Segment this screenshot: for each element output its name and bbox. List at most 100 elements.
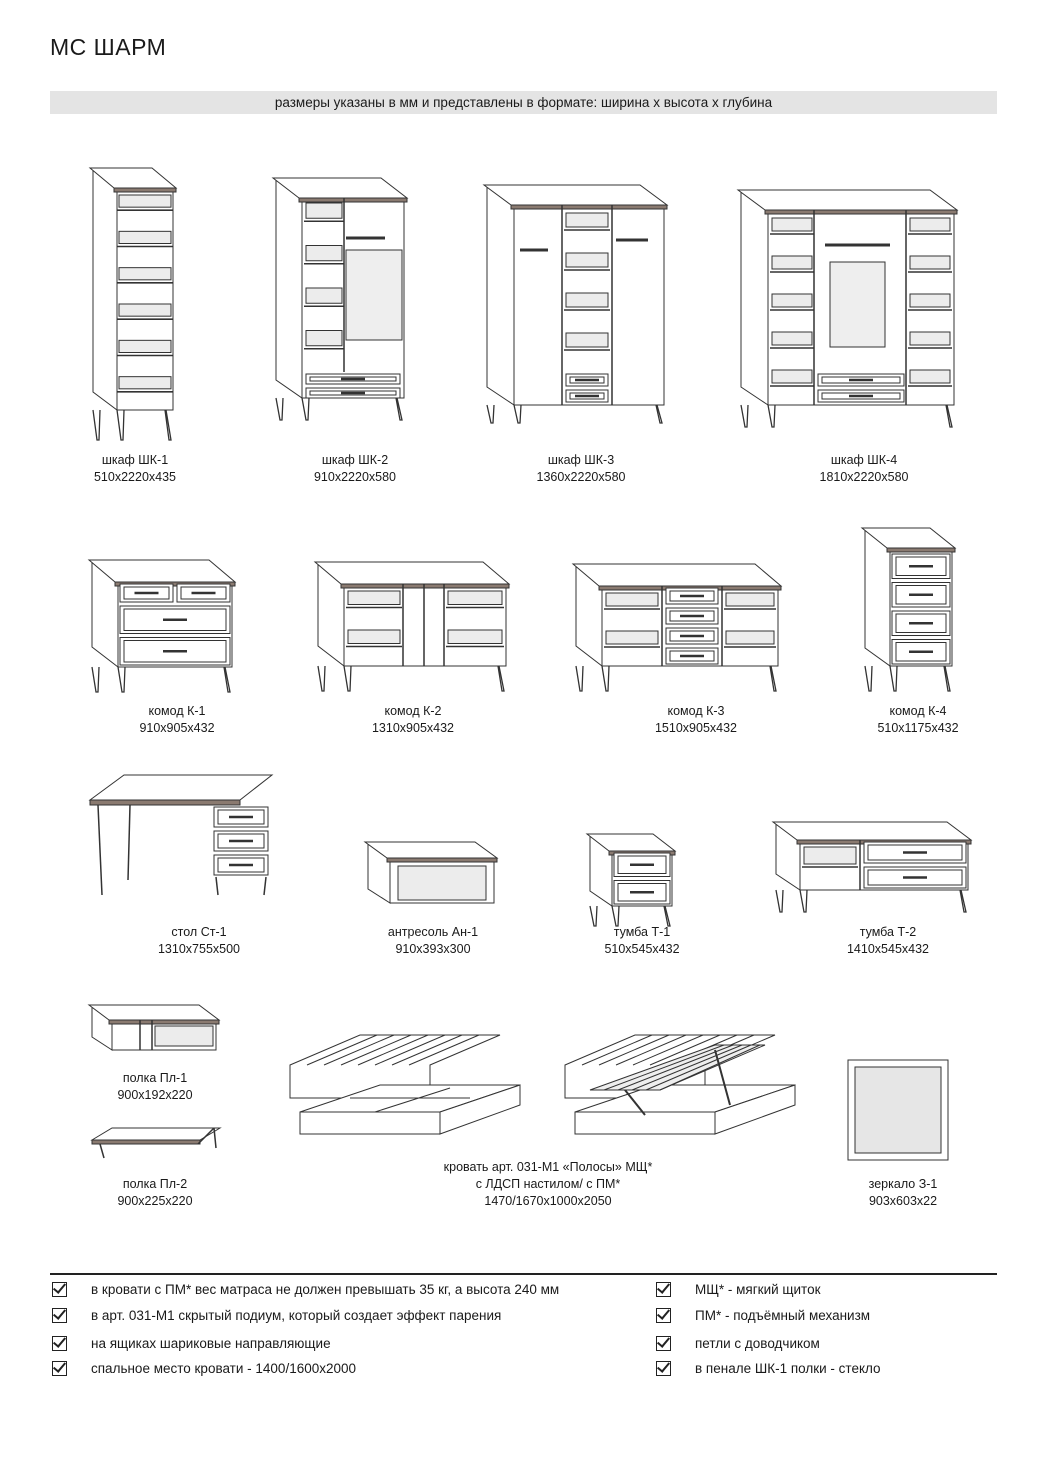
note-item: на ящиках шариковые направляющие <box>52 1336 331 1351</box>
cabinet-top-edge <box>510 204 668 210</box>
drawing-line <box>97 804 103 896</box>
cabinet-top <box>571 563 783 587</box>
drawer-panel <box>669 590 715 602</box>
mirror-outline <box>847 1059 949 1161</box>
checkbox-checked-icon <box>656 1308 671 1323</box>
mirror-glass <box>854 1066 942 1154</box>
drawer-panel <box>569 392 605 400</box>
leg <box>663 905 671 927</box>
leg <box>655 404 663 424</box>
drawer-panel <box>617 883 667 902</box>
drawing-line <box>632 1034 704 1066</box>
cabinet-side <box>864 529 891 667</box>
note-item: в пенале ШК-1 полки - стекло <box>656 1361 881 1376</box>
drawer-panel <box>217 833 265 849</box>
leg <box>864 665 873 692</box>
note-item: в кровати с ПМ* вес матраса не должен пр… <box>52 1282 559 1297</box>
checkbox-checked-icon <box>656 1282 671 1297</box>
cabinet-side <box>92 169 118 411</box>
leg <box>575 665 584 692</box>
drawing-line <box>603 1044 725 1091</box>
drawing-line <box>197 1127 215 1145</box>
drawing-line <box>116 191 174 411</box>
back-panel <box>565 292 609 308</box>
drawer-panel <box>569 376 605 384</box>
back-panel <box>771 331 813 346</box>
drawing-line <box>374 1034 446 1066</box>
drawing-line <box>598 1034 670 1066</box>
drawer-panel <box>821 376 901 384</box>
drawer-panel <box>821 392 901 400</box>
drawing-line <box>631 1044 743 1091</box>
back-panel <box>118 376 172 390</box>
back-panel <box>118 230 172 244</box>
cabinet-top-edge <box>298 197 408 203</box>
leg <box>164 409 172 441</box>
back-panel <box>565 212 609 228</box>
leg <box>513 404 522 424</box>
cabinet-top-edge <box>886 547 956 553</box>
bed-base-side <box>714 1084 796 1135</box>
leg <box>589 905 598 927</box>
back-panel <box>565 252 609 268</box>
drawer-panel <box>895 556 947 576</box>
back-panel <box>305 245 343 262</box>
drawing-line <box>714 1049 731 1106</box>
divider <box>50 1273 997 1275</box>
drawing-line <box>263 876 267 896</box>
back-panel <box>118 267 172 281</box>
drawing-line <box>829 261 886 348</box>
leg <box>945 404 953 428</box>
leg <box>301 397 310 421</box>
drawing-line <box>408 1034 480 1066</box>
leg <box>116 409 125 441</box>
leg <box>497 665 505 692</box>
leg <box>769 665 777 692</box>
drawer-panel <box>895 613 947 633</box>
back-panel <box>725 592 775 607</box>
checkbox-checked-icon <box>52 1282 67 1297</box>
back-panel <box>909 331 951 346</box>
back-panel <box>347 629 401 644</box>
drawing-line <box>99 1143 105 1159</box>
back-panel <box>118 303 172 317</box>
leg <box>601 665 610 692</box>
drawing-line <box>323 1034 395 1066</box>
drawing-line <box>659 1044 761 1091</box>
back-panel <box>447 629 503 644</box>
drawing-line <box>306 1034 378 1066</box>
leg <box>611 905 620 927</box>
checkbox-checked-icon <box>656 1336 671 1351</box>
back-panel <box>909 293 951 308</box>
checkbox-checked-icon <box>656 1361 671 1376</box>
drawing-line <box>345 249 403 341</box>
back-panel <box>771 369 813 384</box>
leg <box>775 889 784 913</box>
note-item: МЩ* - мягкий щиток <box>656 1282 821 1297</box>
back-panel <box>447 590 503 605</box>
bed-base-front <box>574 1111 716 1135</box>
drawing-line <box>374 1087 451 1113</box>
leg <box>486 404 495 424</box>
back-panel <box>909 255 951 270</box>
back-panel <box>909 369 951 384</box>
cabinet-top-edge <box>340 583 510 589</box>
shelf-edge <box>91 1139 201 1145</box>
leg <box>92 409 101 441</box>
drawer-panel <box>217 809 265 825</box>
leg <box>959 889 967 913</box>
drawer-panel <box>123 586 170 600</box>
drawing-line <box>215 876 219 896</box>
back-panel <box>605 630 659 645</box>
drawer-panel <box>895 642 947 662</box>
note-item: спальное место кровати - 1400/1600x2000 <box>52 1361 356 1376</box>
drawing-line <box>624 1089 646 1116</box>
bed-base-side <box>439 1084 521 1135</box>
furniture-drawings <box>87 167 973 1161</box>
back-panel <box>803 846 857 865</box>
cabinet-top <box>87 559 237 583</box>
